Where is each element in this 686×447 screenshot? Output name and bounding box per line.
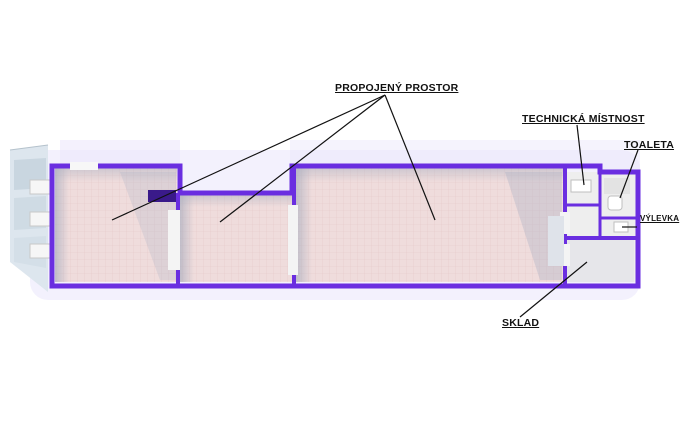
label-connected-space: PROPOJENÝ PROSTOR [335,82,459,94]
label-storage: SKLAD [502,317,540,329]
leader-technical-room [576,124,585,186]
leader-connected-space-1 [111,94,386,221]
leader-toilet [619,149,639,199]
fixtures [570,178,630,233]
label-sink: VÝLEVKA [640,214,680,223]
label-technical-room: TECHNICKÁ MÍSTNOST [522,113,645,125]
column-block [148,190,176,202]
glass-facade [9,144,55,292]
door-openings [70,162,570,275]
label-toilet: TOALETA [624,139,675,151]
leader-connected-space-3 [384,94,436,221]
leader-storage [519,261,588,318]
leader-lines [111,94,639,318]
leader-connected-space-2 [219,94,386,223]
